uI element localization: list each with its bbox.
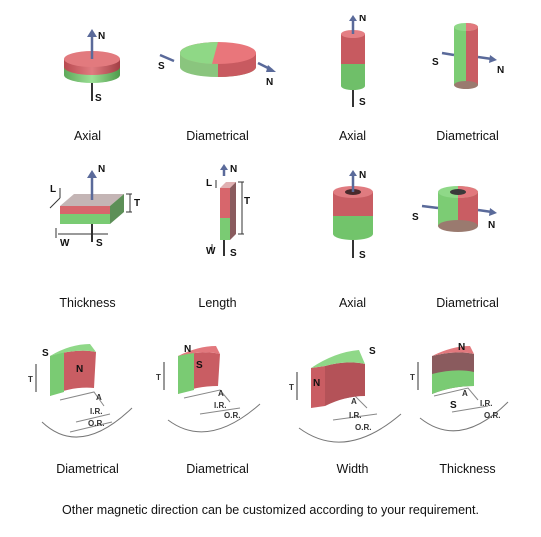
caption-thickness: Thickness — [439, 462, 496, 476]
caption-diametrical: Diametrical — [436, 296, 499, 310]
thickness-label: T — [28, 375, 33, 384]
inner-radius-label: I.R. — [480, 399, 492, 408]
disc-diametrical-illustration: S N — [150, 15, 285, 125]
south-label: S — [42, 348, 49, 359]
caption-axial: Axial — [338, 296, 367, 310]
south-label: S — [359, 250, 366, 261]
north-label: N — [458, 342, 465, 353]
length-label: L — [50, 184, 56, 195]
inner-radius-label: I.R. — [90, 407, 102, 416]
inner-radius-label: I.R. — [349, 411, 361, 420]
caption-axial: Axial — [73, 129, 102, 143]
arc-width-illustration: N S T A I.R. O.R. — [285, 338, 420, 448]
south-label: S — [230, 248, 237, 259]
south-label: S — [359, 97, 366, 108]
width-label: W — [60, 238, 70, 249]
disc-axial-illustration: N S — [20, 15, 155, 125]
north-label: N — [266, 77, 273, 88]
length-label: L — [206, 178, 212, 189]
south-label: S — [450, 400, 457, 411]
ring-diametrical-illustration: S N — [400, 162, 535, 272]
caption-length: Length — [198, 296, 237, 310]
caption-axial: Axial — [338, 129, 367, 143]
thickness-label: T — [156, 373, 161, 382]
outer-radius-label: O.R. — [224, 411, 240, 420]
north-label: N — [488, 220, 495, 231]
north-label: N — [98, 164, 105, 175]
block-thickness-illustration: L T W N S — [20, 162, 155, 272]
rod-diametrical-illustration: S N — [400, 15, 535, 125]
outer-radius-label: O.R. — [484, 411, 500, 420]
south-label: S — [412, 212, 419, 223]
south-label: S — [369, 346, 376, 357]
caption-width: Width — [336, 462, 369, 476]
thickness-label: T — [289, 383, 294, 392]
caption-diametrical: Diametrical — [186, 129, 249, 143]
north-label: N — [359, 15, 366, 24]
angle-label: A — [462, 389, 468, 398]
ring-axial-illustration: N S — [285, 162, 420, 272]
arc-diametrical-illustration: S N T A I.R. O.R. — [20, 338, 155, 448]
south-label: S — [432, 57, 439, 68]
north-label: N — [184, 344, 191, 355]
caption-diametrical: Diametrical — [56, 462, 119, 476]
footer-note: Other magnetic direction can be customiz… — [62, 503, 479, 517]
thickness-label: T — [244, 196, 250, 207]
south-label: S — [196, 360, 203, 371]
north-label: N — [230, 164, 237, 175]
outer-radius-label: O.R. — [355, 423, 371, 432]
inner-radius-label: I.R. — [214, 401, 226, 410]
block-length-illustration: L T W N S — [150, 162, 285, 272]
south-label: S — [95, 93, 102, 104]
thickness-label: T — [410, 373, 415, 382]
magnet-grid: N S Axial S N Diametrical — [20, 15, 535, 476]
width-label: W — [206, 246, 216, 257]
north-label: N — [98, 31, 105, 42]
north-label: N — [313, 378, 320, 389]
angle-label: A — [218, 389, 224, 398]
rod-axial-illustration: N S — [285, 15, 420, 125]
arc-thickness-illustration: N S T A I.R. O.R. — [400, 338, 535, 448]
south-label: S — [158, 61, 165, 72]
north-label: N — [497, 65, 504, 76]
caption-thickness: Thickness — [59, 296, 116, 310]
north-label: N — [359, 170, 366, 181]
caption-diametrical: Diametrical — [436, 129, 499, 143]
angle-label: A — [96, 393, 102, 402]
north-label: N — [76, 364, 83, 375]
caption-diametrical: Diametrical — [186, 462, 249, 476]
angle-label: A — [351, 397, 357, 406]
thickness-label: T — [134, 198, 140, 209]
outer-radius-label: O.R. — [88, 419, 104, 428]
south-label: S — [96, 238, 103, 249]
arc-diametrical-2-illustration: N S T A I.R. O.R. — [150, 338, 285, 448]
